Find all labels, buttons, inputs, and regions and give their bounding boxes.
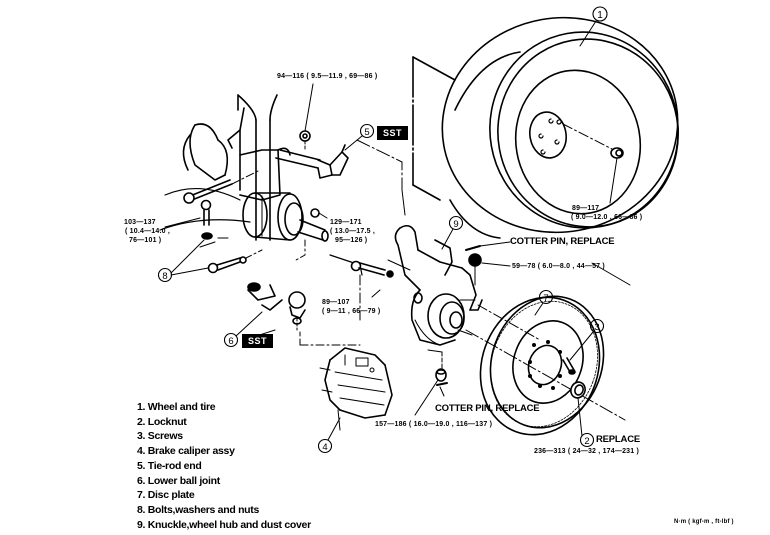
strut-bolt-lower xyxy=(207,249,263,274)
svg-text:3: 3 xyxy=(594,322,599,333)
svg-text:5: 5 xyxy=(364,127,369,138)
legend-item: 1. Wheel and tire xyxy=(137,401,216,413)
torque-ball-joint-bolt-1: 89—107 xyxy=(322,299,350,306)
tie-rod-nut xyxy=(299,83,314,151)
legend-item: 3. Screws xyxy=(137,430,183,443)
torque-wheel-nut-2: ( 9.0—12.0 , 66—86 ) xyxy=(571,214,643,221)
note-replace: REPLACE xyxy=(596,434,640,445)
strut-bolt-upper xyxy=(183,169,261,204)
torque-tie-rod-nut: 94—116 ( 9.5—11.9 , 69—86 ) xyxy=(277,73,378,80)
hub-nut xyxy=(310,208,328,219)
torque-ball-joint-bolt-2: ( 9—11 , 66—79 ) xyxy=(322,308,381,315)
legend-item: 5. Tie-rod end xyxy=(137,459,202,472)
svg-text:6: 6 xyxy=(228,336,233,347)
callout-4: 4 xyxy=(317,417,341,454)
sst-badge-tie-rod: SST xyxy=(377,126,409,140)
callout-1: 1 xyxy=(579,6,608,47)
axis-line xyxy=(477,304,541,341)
svg-text:9: 9 xyxy=(453,219,458,230)
torque-strut-bolts-1: 103—137 xyxy=(124,219,156,226)
callout-9: 9 xyxy=(441,215,464,250)
svg-text:8: 8 xyxy=(162,271,167,282)
svg-text:4: 4 xyxy=(322,442,327,453)
callout-5: 5 xyxy=(344,123,375,151)
legend-item: 7. Disc plate xyxy=(137,489,195,502)
svg-text:2: 2 xyxy=(584,436,589,447)
brake-caliper xyxy=(319,347,393,431)
callout-7: 7 xyxy=(534,289,554,316)
callout-6: 6 xyxy=(223,311,263,348)
note-cotter-pin-lower: COTTER PIN, REPLACE xyxy=(435,403,540,414)
drive-shaft-hub xyxy=(242,192,329,242)
locknut xyxy=(465,262,631,437)
parts-legend: 1. Wheel and tire 2. Locknut 3. Screws 4… xyxy=(137,400,311,532)
strut-assembly xyxy=(159,94,291,241)
svg-text:7: 7 xyxy=(543,293,548,304)
legend-item: 4. Brake caliper assy xyxy=(137,445,235,458)
leader-line xyxy=(164,217,201,228)
callout-3: 3 xyxy=(569,318,605,361)
sst-badge-ball-joint: SST xyxy=(242,334,274,348)
frame-line xyxy=(401,189,406,216)
torque-strut-bolts-3: 76—101 ) xyxy=(129,237,162,244)
tie-rod-end xyxy=(275,144,349,179)
knuckle-wheel-hub xyxy=(394,224,483,353)
callout-8: 8 xyxy=(157,239,209,283)
leader-line xyxy=(295,239,306,261)
strut-bolt-vertical xyxy=(199,199,229,248)
legend-item: 2. Locknut xyxy=(137,415,187,428)
svg-text:1: 1 xyxy=(597,10,603,21)
knuckle-castle-nut xyxy=(465,241,511,286)
torque-lower-nut: 157—186 ( 16.0—19.0 , 116—137 ) xyxy=(375,421,493,428)
knuckle-bolt xyxy=(350,260,394,298)
frame-line xyxy=(387,259,411,271)
disc-screw xyxy=(562,357,576,375)
legend-item: 8. Bolts,washers and nuts xyxy=(137,503,260,516)
torque-wheel-nut-1: 89—117 xyxy=(572,205,600,212)
legend-item: 6. Lower ball joint xyxy=(137,474,220,487)
lower-ball-joint xyxy=(247,282,306,339)
units-note: N·m ( kgf-m , ft-lbf ) xyxy=(674,519,734,525)
lower-castle-nut xyxy=(414,351,448,416)
callout-2: 2 xyxy=(579,432,595,448)
torque-hub-nut-2: ( 13.0—17.5 , xyxy=(330,228,376,235)
torque-knuckle-nut: 59—78 ( 6.0—8.0 , 44—57 ) xyxy=(512,263,605,270)
torque-hub-nut-1: 129—171 xyxy=(330,219,362,226)
note-cotter-pin-upper: COTTER PIN, REPLACE xyxy=(510,236,615,247)
disc-plate xyxy=(479,295,605,436)
frame-line xyxy=(356,139,403,191)
legend-item: 9. Knuckle,wheel hub and dust cover xyxy=(137,518,311,531)
wheel-nut xyxy=(562,123,624,204)
torque-hub-nut-3: 95—126 ) xyxy=(335,237,368,244)
torque-strut-bolts-2: ( 10.4—14.0 , xyxy=(125,228,171,235)
torque-locknut: 236—313 ( 24—32 , 174—231 ) xyxy=(534,448,640,455)
wheel-and-tire xyxy=(412,16,679,239)
